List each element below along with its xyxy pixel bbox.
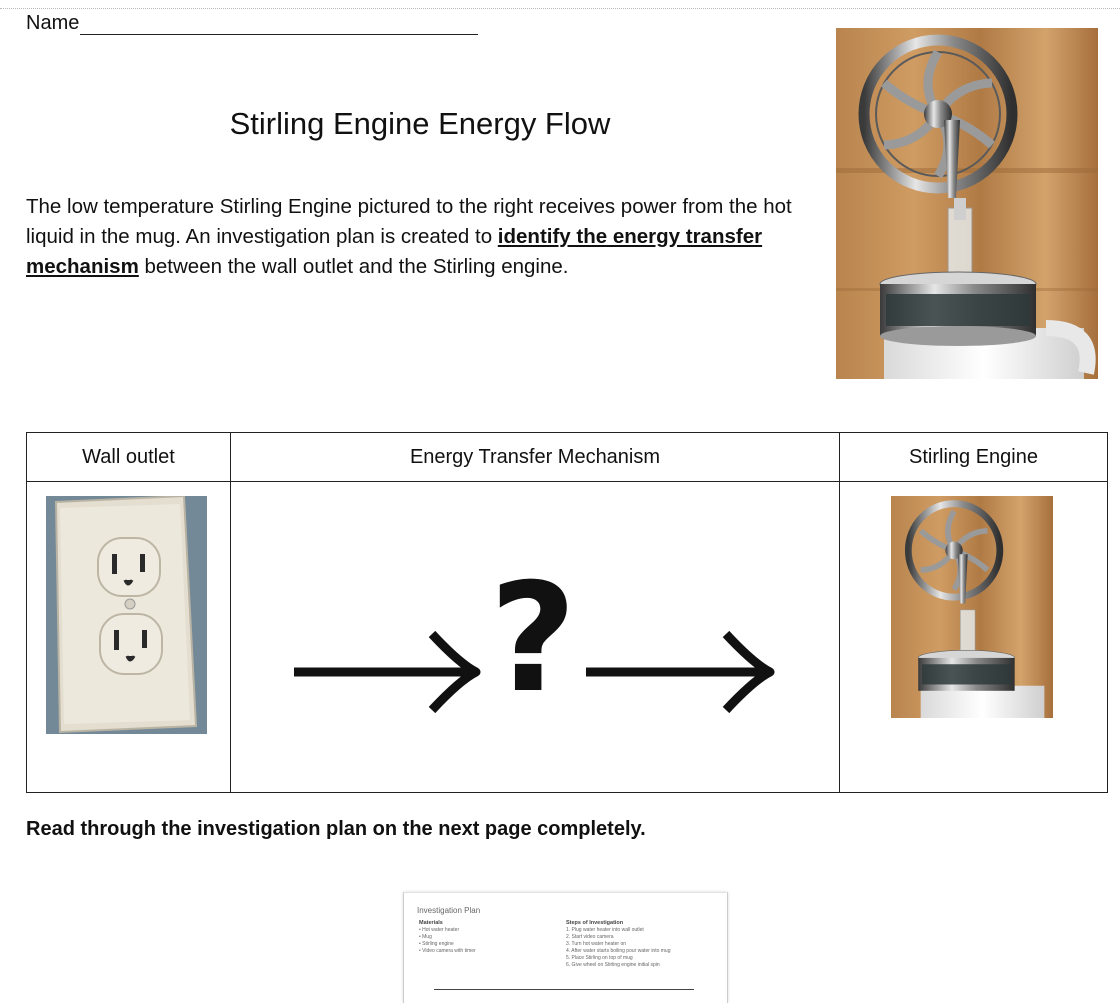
thumbnail-table-edge bbox=[434, 989, 694, 1003]
name-label: Name bbox=[26, 12, 80, 34]
header-wall-outlet: Wall outlet bbox=[26, 432, 231, 482]
thumbnail-title: Investigation Plan bbox=[417, 906, 481, 915]
cell-mechanism bbox=[230, 481, 840, 793]
question-mark: ? bbox=[489, 570, 576, 726]
arrow-right-icon bbox=[586, 630, 775, 714]
instruction-text: Read through the investigation plan on t… bbox=[26, 818, 646, 840]
thumbnail-materials: Materials • Hot water heater • Mug • Sti… bbox=[419, 920, 476, 954]
intro-bold-text: identify the energy transfer mechanism bbox=[26, 225, 763, 278]
intro-paragraph: The low temperature Stirling Engine pict… bbox=[26, 192, 826, 282]
header-stirling-engine: Stirling Engine bbox=[839, 432, 1108, 482]
page-title: Stirling Engine Energy Flow bbox=[229, 106, 611, 141]
arrow-left-icon bbox=[294, 630, 481, 714]
wall-outlet-photo bbox=[46, 496, 207, 734]
stirling-engine-small-photo bbox=[891, 496, 1053, 718]
page-top-border bbox=[0, 8, 1120, 9]
intro-text-2: between the wall outlet and the Stirling… bbox=[138, 255, 569, 278]
name-blank-line bbox=[80, 14, 479, 35]
intro-text-1: The low temperature Stirling Engine pict… bbox=[26, 195, 792, 248]
thumbnail-steps: Steps of Investigation 1. Plug water hea… bbox=[566, 920, 671, 968]
header-energy-transfer-mechanism: Energy Transfer Mechanism bbox=[230, 432, 840, 482]
investigation-plan-thumbnail[interactable]: Investigation Plan Materials • Hot water… bbox=[403, 892, 728, 1003]
energy-flow-arrows: ? bbox=[294, 570, 775, 726]
stirling-engine-photo bbox=[836, 28, 1098, 379]
name-field: Name bbox=[26, 12, 479, 35]
